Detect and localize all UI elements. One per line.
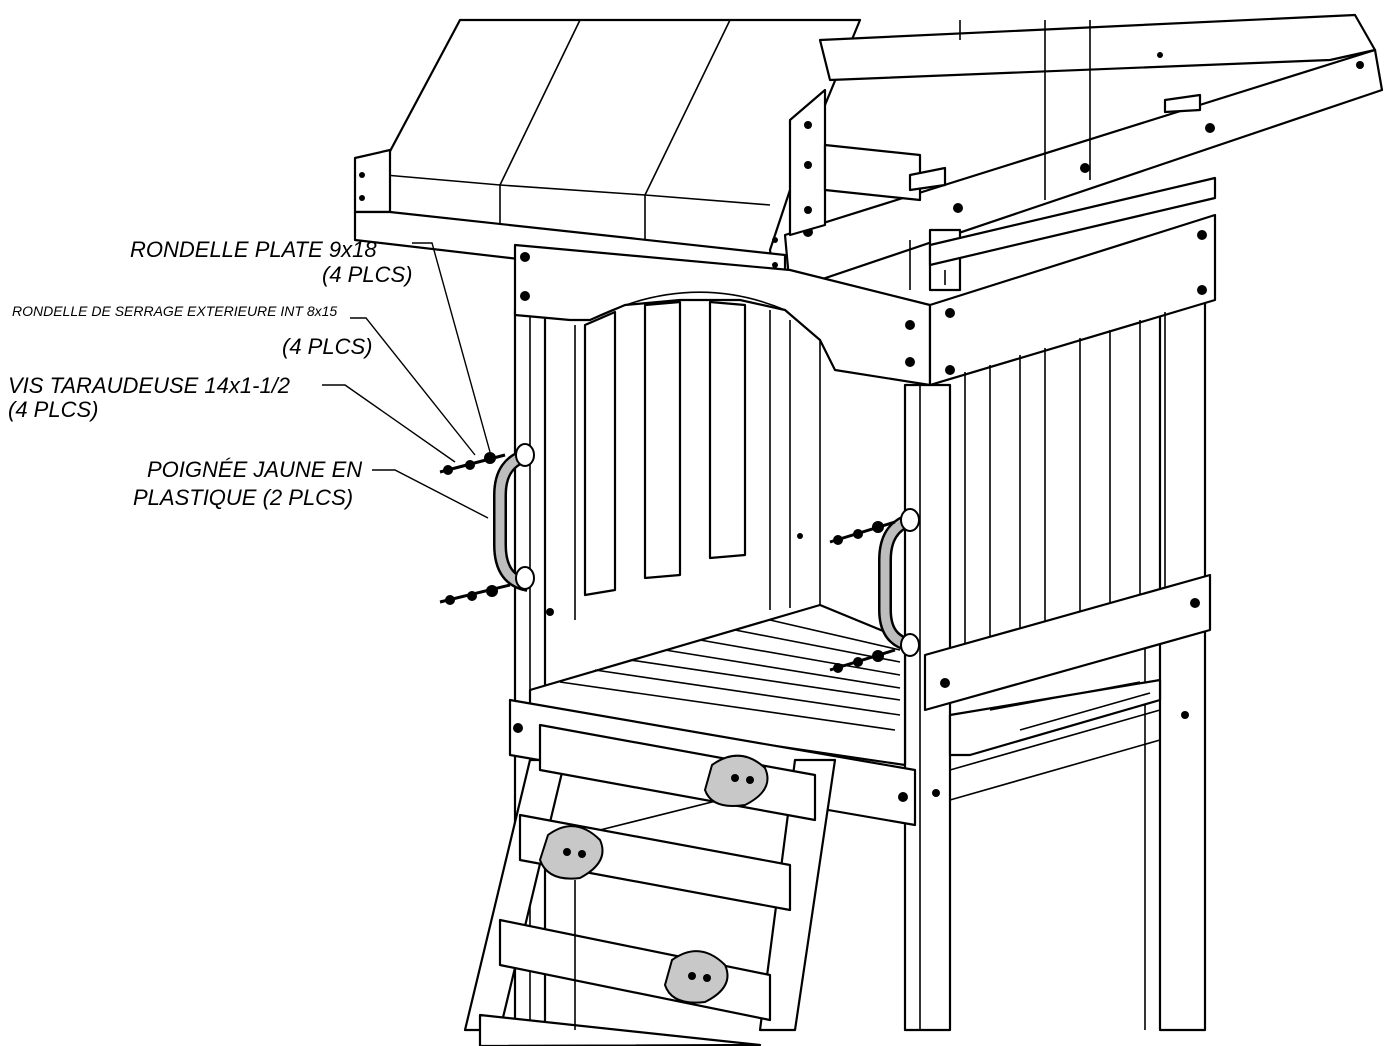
fastener-set-top-left: [439, 452, 506, 475]
fastener-set-bottom-left: [439, 583, 511, 605]
callout-leaders: [322, 242, 491, 519]
handle-label-line1: POIGNÉE JAUNE EN: [147, 457, 362, 482]
side-upper-board: [928, 176, 1217, 387]
deck-floor: [528, 603, 1162, 767]
front-wall-slats: [546, 300, 821, 620]
handle-label-line2: PLASTIQUE (2 PLCS): [133, 485, 353, 510]
flat-washer-label: RONDELLE PLATE 9x18: [130, 237, 377, 262]
screw-label: VIS TARAUDEUSE 14x1-1/2: [8, 373, 290, 398]
screw-qty: (4 PLCS): [8, 397, 98, 422]
handle-left: [493, 443, 535, 592]
fastener-set-bottom-right: [829, 648, 896, 673]
side-lower-rail: [923, 573, 1212, 712]
lock-washer-qty: (4 PLCS): [282, 334, 372, 359]
climbing-rocks: [538, 754, 769, 1004]
handle-right: [878, 508, 920, 657]
lock-washer-label: RONDELLE DE SERRAGE EXTERIEURE INT 8x15: [12, 303, 337, 319]
upper-roof-supports: [788, 88, 947, 237]
fastener-set-top-right: [829, 520, 896, 545]
side-wall-slats: [964, 312, 1166, 650]
flat-washer-qty: (4 PLCS): [322, 262, 412, 287]
